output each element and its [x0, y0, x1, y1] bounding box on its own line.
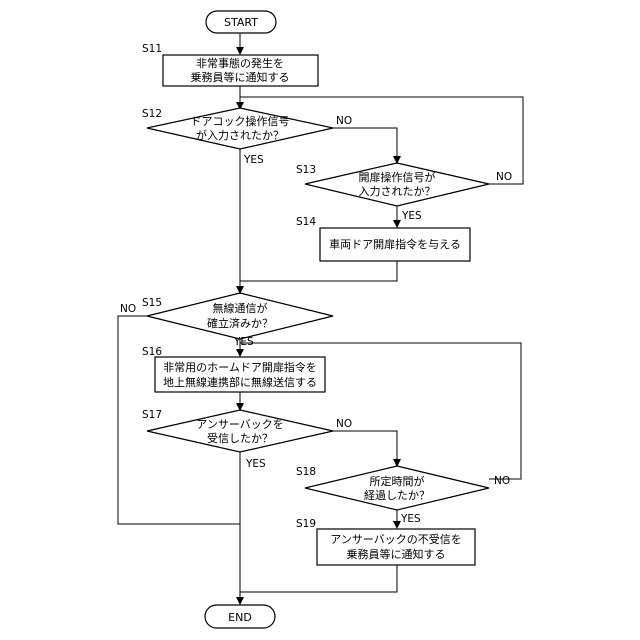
branch-s13-no: NO [496, 171, 512, 183]
step-s16-line2: 地上無線連携部に無線送信する [163, 375, 317, 389]
step-s15-line1: 無線通信が [213, 301, 268, 315]
step-s11-line1: 非常事態の発生を [196, 56, 284, 70]
step-id-s14: S14 [296, 216, 316, 228]
step-s17: S17 アンサーバックを 受信したか？ NO YES [142, 409, 352, 470]
step-s13-line2: 入力されたか？ [359, 185, 436, 198]
step-s19-line2: 乗務員等に通知する [347, 547, 446, 561]
step-s19-line1: アンサーバックの不受信を [330, 533, 461, 546]
step-s14: S14 車両ドア開扉指令を与える [296, 216, 470, 261]
step-id-s13: S13 [296, 164, 316, 176]
arrow-s12-no-s13 [333, 128, 397, 163]
arrow-s19-join [240, 565, 397, 592]
start-terminal: START [206, 11, 276, 33]
step-id-s16: S16 [142, 346, 162, 358]
branch-s12-yes: YES [243, 154, 264, 166]
step-s15-line2: 確立済みか？ [207, 316, 273, 330]
step-s17-line2: 受信したか？ [207, 432, 273, 445]
branch-s13-yes: YES [401, 210, 422, 222]
step-id-s12: S12 [142, 108, 162, 120]
step-s18: S18 所定時間が 経過したか？ NO YES [296, 466, 510, 525]
step-id-s19: S19 [296, 518, 316, 530]
step-s18-line1: 所定時間が [370, 474, 425, 488]
step-id-s18: S18 [296, 466, 316, 478]
step-id-s15: S15 [142, 297, 162, 309]
step-id-s17: S17 [142, 409, 162, 421]
step-s19: S19 アンサーバックの不受信を 乗務員等に通知する [296, 518, 475, 565]
step-s12-line1: ドアコック操作信号 [191, 114, 290, 128]
step-s11-line2: 乗務員等に通知する [191, 70, 290, 84]
arrow-s14-join [240, 261, 397, 281]
step-s12-line2: が入力されたか？ [196, 128, 284, 142]
branch-s17-yes: YES [245, 458, 266, 470]
step-s11: S11 非常事態の発生を 乗務員等に通知する [142, 43, 318, 86]
step-s16-line1: 非常用のホームドア開扉指令を [163, 360, 317, 374]
step-s12: S12 ドアコック操作信号 が入力されたか？ NO YES [142, 108, 352, 166]
branch-s17-no: NO [336, 418, 352, 430]
arrow-s17-no-s18 [333, 431, 397, 466]
branch-s18-no: NO [494, 475, 510, 487]
step-s15: S15 無線通信が 確立済みか？ NO YES [120, 293, 333, 348]
branch-s12-no: NO [336, 115, 352, 127]
step-s16: S16 非常用のホームドア開扉指令を 地上無線連携部に無線送信する [142, 346, 325, 392]
start-label: START [224, 16, 258, 29]
step-s17-line1: アンサーバックを [196, 418, 283, 431]
branch-s18-yes: YES [400, 513, 421, 525]
branch-s15-yes: YES [233, 336, 254, 348]
step-s13: S13 開扉操作信号が 入力されたか？ NO YES [296, 163, 512, 222]
branch-s15-no: NO [120, 303, 136, 315]
end-label: END [228, 611, 252, 624]
step-s14-line1: 車両ドア開扉指令を与える [329, 237, 461, 251]
end-terminal: END [205, 605, 275, 628]
step-s18-line2: 経過したか？ [364, 489, 430, 502]
step-s13-line1: 開扉操作信号が [359, 170, 436, 184]
step-id-s11: S11 [142, 43, 162, 55]
